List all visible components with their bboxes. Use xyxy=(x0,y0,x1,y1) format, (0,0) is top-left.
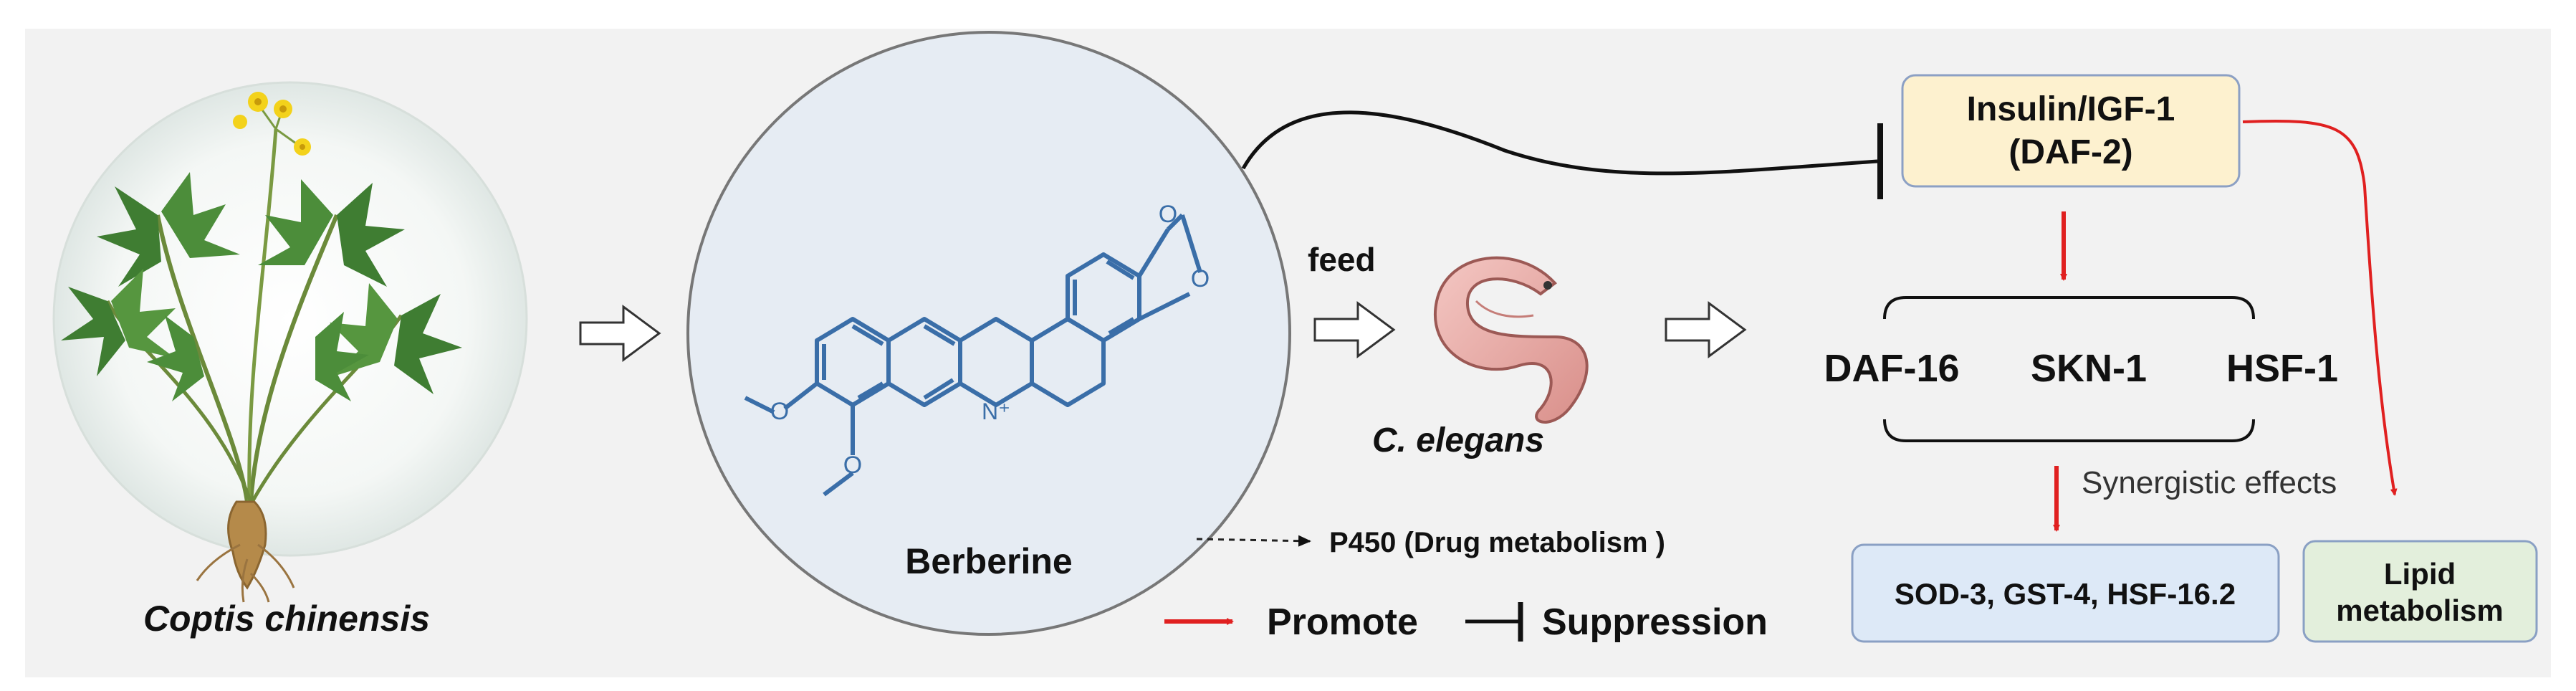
dashed-arrow xyxy=(1196,535,1312,547)
suppression-connector xyxy=(1241,110,1878,176)
hollow-arrow-icon xyxy=(1665,301,1747,358)
insulin-label-line1: Insulin/IGF-1 xyxy=(1967,90,2175,128)
insulin-label-line2: (DAF-2) xyxy=(2008,133,2132,171)
legend: Promote Suppression xyxy=(1164,601,1768,643)
lipid-label-line1: Lipid xyxy=(2384,557,2456,591)
plant-illustration xyxy=(61,92,462,603)
worm-label: C. elegans xyxy=(1372,421,1544,459)
svg-text:O: O xyxy=(1191,265,1210,292)
plant-label: Coptis chinensis xyxy=(143,599,430,639)
insulin-to-lipid-arrow xyxy=(2242,119,2398,496)
targets-box xyxy=(1851,543,2280,643)
svg-text:O: O xyxy=(770,398,789,425)
factor-bracket xyxy=(1883,296,2255,442)
factor-daf16: DAF-16 xyxy=(1824,347,1959,390)
lipid-box xyxy=(2302,540,2538,643)
berberine-panel: O O O O N⁺ Berberine xyxy=(686,31,1291,636)
svg-text:O: O xyxy=(843,452,862,479)
factor-skn1: SKN-1 xyxy=(2031,347,2147,390)
synergy-label: Synergistic effects xyxy=(2082,465,2337,500)
lipid-label-line2: metabolism xyxy=(2336,594,2503,627)
legend-promote-label: Promote xyxy=(1267,601,1418,643)
insulin-box xyxy=(1901,74,2241,188)
hollow-arrow-icon xyxy=(579,305,661,362)
berberine-structure xyxy=(744,213,1202,497)
factor-hsf1: HSF-1 xyxy=(2226,347,2338,390)
svg-text:N⁺: N⁺ xyxy=(982,399,1010,424)
targets-label: SOD-3, GST-4, HSF-16.2 xyxy=(1895,577,2236,611)
hollow-arrow-icon xyxy=(1313,301,1396,358)
svg-text:O: O xyxy=(1159,201,1177,228)
p450-label: P450 (Drug metabolism ) xyxy=(1329,527,1665,558)
plant-panel: Coptis chinensis xyxy=(52,81,528,639)
worm-illustration xyxy=(1434,256,1589,424)
legend-suppression-label: Suppression xyxy=(1542,601,1768,643)
berberine-label: Berberine xyxy=(905,541,1072,581)
feed-label: feed xyxy=(1308,241,1376,278)
